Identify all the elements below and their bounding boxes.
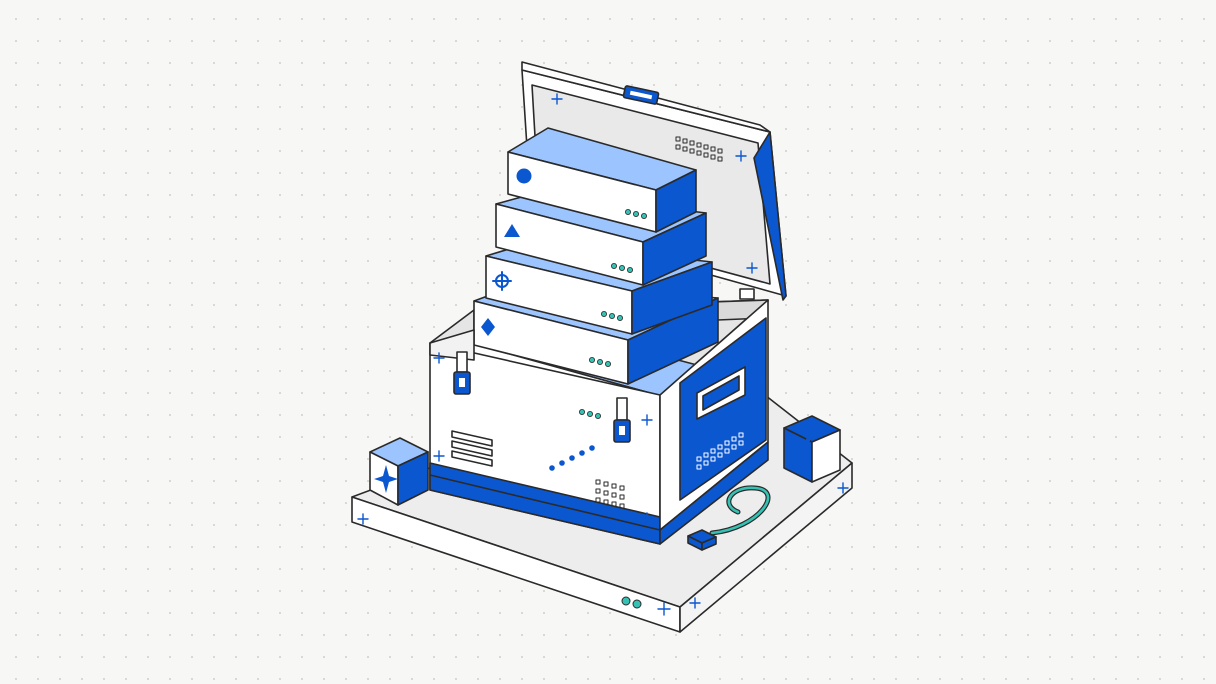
cable [687, 485, 771, 551]
module-lights [611, 262, 634, 273]
chest-front-vent-lines [451, 430, 493, 467]
module-circle [507, 127, 697, 233]
chest-front-grid [595, 479, 625, 509]
chest-side-vents [696, 432, 744, 470]
module-lights [589, 356, 612, 367]
keypad-cube [783, 415, 841, 483]
chest-plus-marks [433, 352, 653, 524]
chest-front-lights [579, 408, 602, 419]
lid-vent-grid [675, 136, 723, 162]
lid-handle [622, 85, 660, 105]
diamond-icon [481, 318, 495, 336]
crosshair-icon [492, 271, 512, 291]
latch-right [613, 397, 631, 443]
module-lights [625, 208, 648, 219]
chest-body [429, 299, 769, 545]
chest-side-handle [696, 366, 746, 420]
sparkle-cube [369, 437, 429, 506]
module-lights [601, 310, 624, 321]
triangle-icon [504, 224, 520, 237]
base-plus-marks [357, 482, 849, 616]
plug [687, 529, 717, 551]
lid-plus-marks [551, 93, 758, 274]
base-status-lights [621, 596, 642, 609]
circle-icon [516, 168, 532, 184]
lid-hinge [739, 288, 755, 300]
sparkle-icon [374, 465, 398, 493]
latch-left [453, 351, 471, 395]
chest-dotted-line [549, 445, 595, 471]
keypad-icon [789, 437, 811, 467]
